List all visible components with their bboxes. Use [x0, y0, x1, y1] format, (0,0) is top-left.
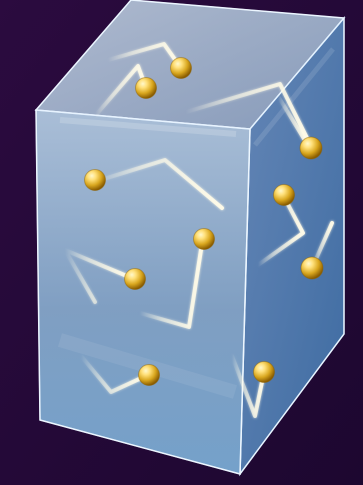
particle-3: [300, 137, 322, 159]
particle-6: [194, 229, 215, 250]
box-front-face: [36, 110, 250, 474]
particle-7: [125, 269, 146, 290]
particle-8: [301, 257, 323, 279]
particle-2: [171, 58, 192, 79]
particle-9: [139, 365, 160, 386]
particle-5: [274, 185, 295, 206]
particle-10: [254, 362, 275, 383]
particle-4: [85, 170, 106, 191]
particle-1: [136, 78, 157, 99]
